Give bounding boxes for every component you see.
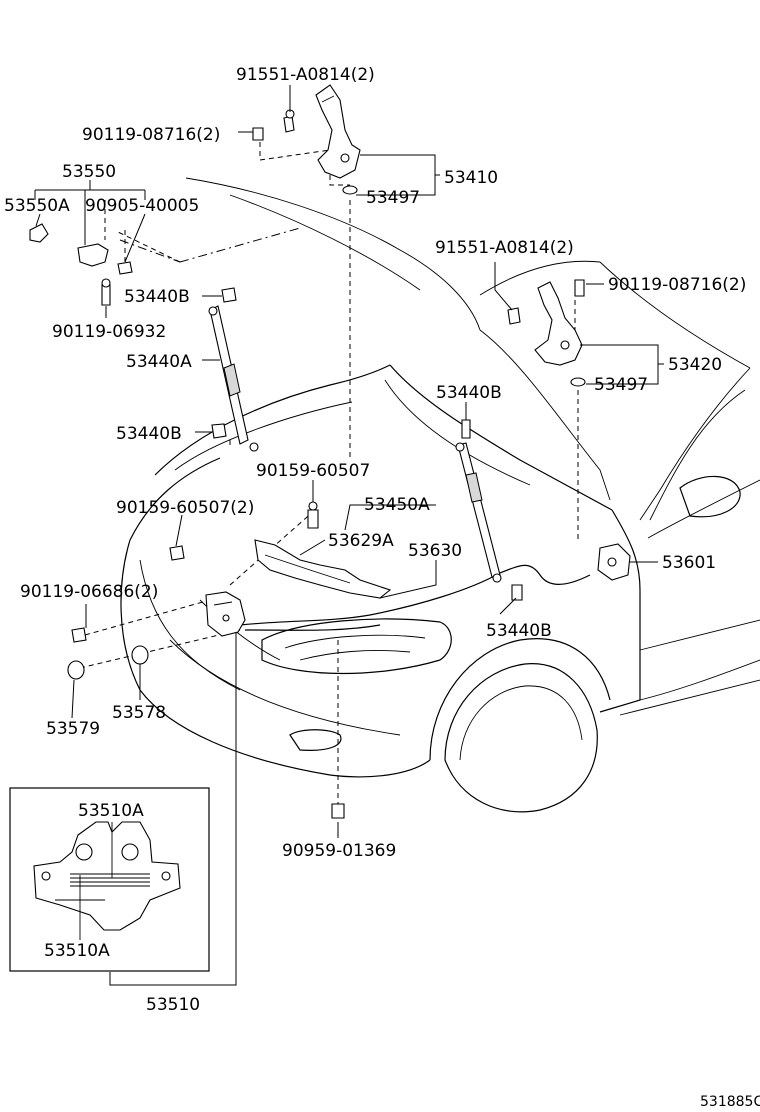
part-labels: 91551-A0814(2) 90119-08716(2) 53410 5349… — [4, 65, 760, 1110]
leader-lines — [34, 85, 664, 986]
label-91551-right: 91551-A0814(2) — [435, 238, 574, 258]
label-90119-08716-top: 90119-08716(2) — [82, 125, 220, 145]
label-90905: 90905-40005 — [85, 196, 199, 216]
inset-latch-detail — [9, 787, 210, 972]
hood-release-lever — [597, 543, 631, 581]
label-53578: 53578 — [112, 703, 166, 723]
car-body-outline — [119, 177, 760, 813]
hood-support-bracket — [29, 223, 133, 306]
label-90119-06686: 90119-06686(2) — [20, 582, 158, 602]
label-90159-60507-b: 90159-60507(2) — [116, 498, 254, 518]
label-90159-60507-a: 90159-60507 — [256, 461, 370, 481]
label-53410: 53410 — [444, 168, 498, 188]
label-90119-08716-right: 90119-08716(2) — [608, 275, 746, 295]
label-53630: 53630 — [408, 541, 462, 561]
label-53601: 53601 — [662, 553, 716, 573]
label-53497-right: 53497 — [594, 375, 648, 395]
label-53440B-1: 53440B — [124, 287, 190, 307]
hood-lock-support — [169, 501, 392, 599]
cable-clip — [331, 803, 345, 819]
hood-strut-right — [455, 419, 523, 601]
label-53579: 53579 — [46, 719, 100, 739]
label-90119-06932: 90119-06932 — [52, 322, 166, 342]
hood-latch — [67, 591, 246, 680]
label-53440A: 53440A — [126, 352, 192, 372]
hood-hinge-left — [252, 84, 361, 195]
label-53550: 53550 — [62, 162, 116, 182]
diagram-code: 531885C — [700, 1094, 760, 1110]
label-53510: 53510 — [146, 995, 200, 1015]
label-53450A: 53450A — [364, 495, 430, 515]
label-91551-top: 91551-A0814(2) — [236, 65, 375, 85]
label-53629A: 53629A — [328, 531, 394, 551]
label-53497-top: 53497 — [366, 188, 420, 208]
label-90959: 90959-01369 — [282, 841, 396, 861]
label-53440B-4: 53440B — [486, 621, 552, 641]
label-53510A-bottom: 53510A — [44, 941, 110, 961]
label-53440B-3: 53440B — [436, 383, 502, 403]
label-53510A-top: 53510A — [78, 801, 144, 821]
hood-strut-left — [208, 287, 259, 452]
hood-hinge-right — [507, 279, 586, 387]
label-53550A: 53550A — [4, 196, 70, 216]
label-53440B-2: 53440B — [116, 424, 182, 444]
label-53420: 53420 — [668, 355, 722, 375]
dashed-guides — [79, 142, 579, 810]
